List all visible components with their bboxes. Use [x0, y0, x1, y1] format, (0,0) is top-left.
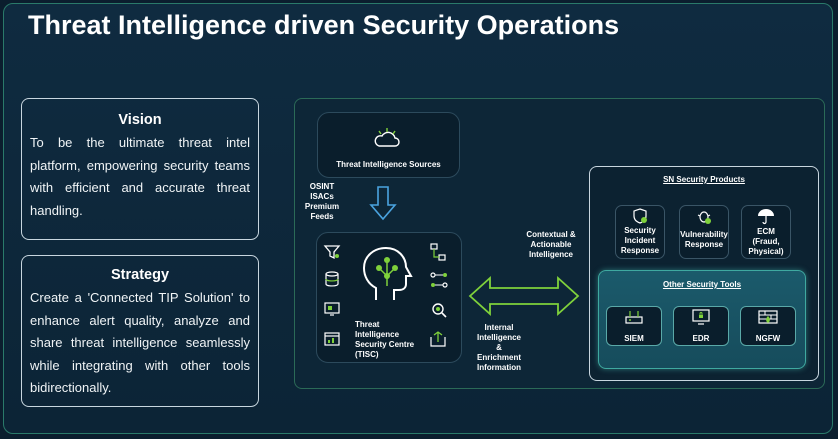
ecm-line-2: (Fraud, — [752, 237, 780, 246]
tisc-line-4: (TISC) — [355, 350, 379, 359]
vision-text: To be the ultimate threat intel platform… — [30, 135, 250, 218]
contextual-line-2: Actionable — [530, 240, 572, 249]
nodes-icon — [430, 272, 448, 288]
down-arrow-icon — [369, 186, 397, 221]
sn-products-title: SN Security Products — [663, 175, 745, 184]
sources-label: Threat Intelligence Sources — [336, 160, 441, 169]
tool-ngfw-label: NGFW — [755, 334, 781, 343]
feed-osint: OSINT — [309, 182, 335, 191]
strategy-heading: Strategy — [110, 267, 170, 283]
router-icon — [625, 311, 643, 324]
internal-label: Internal Intelligence & Enrichment Infor… — [464, 323, 534, 373]
firewall-icon — [758, 310, 778, 324]
feeds-label: OSINT ISACs Premium Feeds — [300, 182, 344, 222]
dashboard-icon — [324, 302, 340, 316]
internal-line-3: & — [496, 343, 502, 352]
shield-check-icon — [633, 208, 647, 224]
strategy-box: Strategy Create a 'Connected TIP Solutio… — [21, 255, 259, 407]
strategy-text: Create a 'Connected TIP Solution' to enh… — [30, 290, 250, 395]
monitor-lock-icon — [692, 309, 710, 325]
cloud-alert-icon — [374, 128, 400, 147]
feed-feeds: Feeds — [310, 212, 334, 221]
vr-line-1: Vulnerability — [680, 230, 728, 239]
filter-icon — [323, 245, 341, 260]
product-security-incident-label: Security Incident Response — [615, 226, 665, 256]
vision-box: Vision To be the ultimate threat intel p… — [21, 98, 259, 240]
vr-line-2: Response — [684, 240, 724, 249]
tool-ngfw — [740, 306, 796, 346]
head-network-icon — [362, 246, 413, 300]
feed-isacs: ISACs — [310, 192, 334, 201]
tisc-line-1: Threat — [355, 320, 380, 329]
contextual-label: Contextual & Actionable Intelligence — [516, 230, 586, 260]
internal-line-4: Enrichment — [476, 353, 521, 362]
page-title: Threat Intelligence driven Security Oper… — [28, 10, 620, 40]
contextual-line-1: Contextual & — [526, 230, 576, 239]
sir-line-3: Response — [620, 246, 660, 255]
vision-heading: Vision — [118, 112, 162, 128]
tool-siem — [606, 306, 662, 346]
ecm-line-3: Physical) — [748, 247, 784, 256]
product-vulnerability-label: Vulnerability Response — [675, 230, 733, 250]
tool-edr-label: EDR — [692, 334, 710, 343]
chart-window-icon — [324, 332, 340, 346]
tisc-line-3: Security Centre — [355, 340, 415, 349]
umbrella-icon — [758, 209, 774, 225]
other-tools-title: Other Security Tools — [662, 280, 742, 289]
search-icon — [432, 303, 447, 318]
share-out-icon — [430, 331, 446, 347]
feed-premium: Premium — [304, 202, 340, 211]
sources-box — [317, 112, 460, 178]
product-security-incident — [615, 205, 665, 259]
tisc-line-2: Intelligence — [355, 330, 400, 339]
internal-line-1: Internal — [484, 323, 514, 332]
internal-line-2: Intelligence — [476, 333, 521, 342]
tool-siem-label: SIEM — [624, 334, 644, 343]
ecm-line-1: ECM — [757, 227, 775, 236]
internal-line-5: Information — [477, 363, 521, 372]
product-vulnerability — [679, 205, 729, 259]
flow-icon — [430, 243, 446, 261]
database-icon — [325, 271, 339, 287]
contextual-line-3: Intelligence — [528, 250, 573, 259]
sir-line-1: Security — [624, 226, 656, 235]
sir-line-2: Incident — [624, 236, 656, 245]
product-ecm-label: ECM (Fraud, Physical) — [741, 227, 791, 257]
tisc-label: Threat Intelligence Security Centre (TIS… — [355, 320, 435, 360]
double-arrow-icon — [468, 275, 580, 317]
bug-shield-icon — [697, 211, 711, 224]
